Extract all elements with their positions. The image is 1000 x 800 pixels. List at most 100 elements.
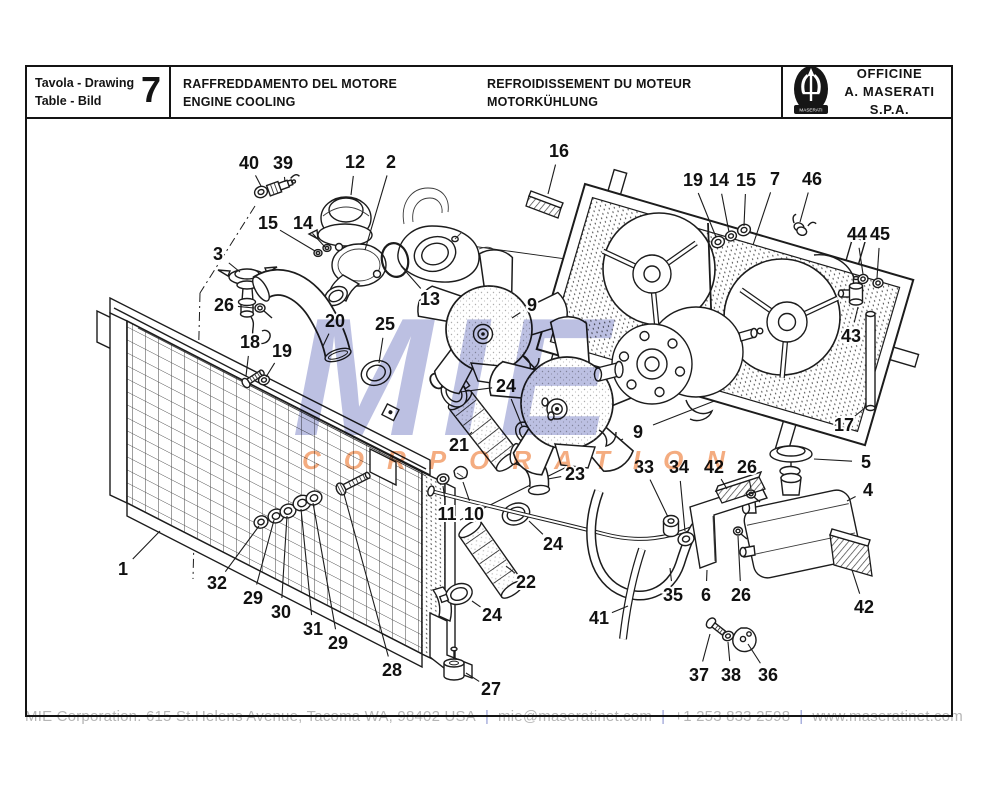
part-number-label: 26 bbox=[731, 585, 751, 605]
part-number-label: 29 bbox=[243, 588, 263, 608]
part-number-label: 44 bbox=[847, 224, 867, 244]
shroud-ring-right bbox=[739, 287, 839, 379]
leader-line bbox=[442, 485, 446, 501]
hose-ring-25 bbox=[360, 359, 392, 387]
leader-line bbox=[743, 193, 746, 227]
part-number-label: 5 bbox=[861, 452, 871, 472]
plate-frame: Tavola - Drawing Table - Bild 7 RAFFREDD… bbox=[25, 65, 953, 717]
leader-line bbox=[649, 479, 669, 518]
part-number-label: 24 bbox=[543, 534, 563, 554]
part-number-label: 14 bbox=[293, 213, 313, 233]
leader-line bbox=[400, 265, 422, 289]
leader-line bbox=[465, 672, 480, 682]
construction-line bbox=[199, 205, 256, 294]
part-number-label: 40 bbox=[239, 153, 259, 173]
part-number-label: 15 bbox=[258, 213, 278, 233]
leader-line bbox=[697, 192, 717, 238]
leader-line bbox=[350, 175, 354, 196]
title-italian: RAFFREDDAMENTO DEL MOTORE bbox=[183, 77, 398, 91]
bracket-36 bbox=[732, 627, 757, 653]
clamp-24c bbox=[438, 582, 473, 606]
thermostat-drawing bbox=[307, 196, 410, 307]
leader-line bbox=[468, 431, 473, 436]
part-number-label: 15 bbox=[736, 170, 756, 190]
part-number-label: 11 bbox=[437, 504, 456, 524]
part-number-label: 37 bbox=[689, 665, 709, 685]
leader-line bbox=[256, 519, 275, 585]
part-number-label: 25 bbox=[375, 314, 395, 334]
part-number-label: 45 bbox=[870, 224, 890, 244]
part-number-label: 10 bbox=[464, 504, 484, 524]
table-word-it-en: Tavola - Drawing bbox=[35, 76, 135, 90]
part-number-label: 17 bbox=[834, 415, 854, 435]
part-number-label: 33 bbox=[634, 457, 654, 477]
clip-10 bbox=[453, 465, 468, 480]
leader-line bbox=[312, 232, 326, 248]
title-french: REFROIDISSEMENT DU MOTEUR bbox=[487, 77, 692, 91]
foam-strip-16 bbox=[525, 190, 564, 219]
leader-line bbox=[846, 496, 856, 502]
bleed-valve-43 bbox=[837, 275, 864, 306]
nut-11 bbox=[436, 473, 450, 485]
part-number-label: 3 bbox=[213, 244, 223, 264]
part-number-label: 4 bbox=[863, 480, 873, 500]
part-number-label: 43 bbox=[841, 326, 861, 346]
gasket-ring-13 bbox=[380, 242, 410, 278]
expansion-tank-drawing bbox=[739, 445, 861, 579]
tank-bracket-drawing bbox=[689, 470, 768, 569]
company-line2: A. MASERATI bbox=[844, 83, 935, 99]
parts-diagram: 4039122161914157464445315141320252618199… bbox=[96, 139, 920, 701]
leader-line bbox=[132, 530, 161, 560]
upper-hose-20 bbox=[252, 268, 352, 363]
maserati-trident-logo: MASERATI bbox=[794, 66, 828, 114]
part-number-label: 36 bbox=[758, 665, 778, 685]
leader-line bbox=[669, 567, 673, 582]
part-number-label: 32 bbox=[207, 573, 227, 593]
part-number-label: 14 bbox=[709, 170, 729, 190]
part-number-label: 42 bbox=[854, 597, 874, 617]
leader-line bbox=[343, 493, 389, 657]
leader-line bbox=[854, 406, 867, 417]
leader-line bbox=[702, 633, 711, 662]
part-number-label: 19 bbox=[683, 170, 703, 190]
clip-46 bbox=[792, 213, 817, 237]
leader-line bbox=[679, 480, 686, 532]
part-number-label: 9 bbox=[633, 422, 643, 442]
fan-impeller-1 bbox=[411, 246, 571, 403]
leader-line bbox=[737, 535, 741, 582]
part-number-label: 27 bbox=[481, 679, 501, 699]
part-number-label: 31 bbox=[303, 619, 323, 639]
part-number-label: 29 bbox=[328, 633, 348, 653]
leader-line bbox=[378, 337, 384, 364]
leader-line bbox=[720, 478, 728, 490]
leader-line bbox=[312, 502, 337, 630]
leader-line bbox=[858, 247, 864, 275]
table-word-en-de: Table - Bild bbox=[35, 94, 102, 109]
table-number: 7 bbox=[140, 69, 161, 110]
head-casting-drawing bbox=[397, 187, 498, 283]
leader-line bbox=[876, 247, 880, 279]
part-number-label: 19 bbox=[272, 341, 292, 361]
leader-line bbox=[721, 193, 730, 233]
part-number-label: 21 bbox=[449, 435, 469, 455]
leader-line bbox=[281, 515, 288, 599]
hose-21 bbox=[447, 389, 521, 472]
clip-26b bbox=[732, 526, 748, 540]
leader-line bbox=[748, 480, 752, 490]
part-number-label: 18 bbox=[240, 332, 260, 352]
part-number-label: 23 bbox=[565, 464, 585, 484]
grommet-33 bbox=[662, 514, 680, 538]
part-number-label: 6 bbox=[701, 585, 711, 605]
part-number-label: 1 bbox=[118, 559, 128, 579]
leader-line bbox=[510, 398, 523, 427]
fitting-45 bbox=[872, 277, 884, 289]
rubber-mount-27 bbox=[443, 658, 465, 681]
leader-line bbox=[364, 175, 388, 251]
shroud-fasteners bbox=[710, 223, 752, 249]
bolt-28 bbox=[335, 471, 371, 496]
leader-line bbox=[279, 229, 316, 252]
fastener-row bbox=[253, 490, 323, 529]
part-number-label: 20 bbox=[325, 311, 345, 331]
leader-line bbox=[611, 605, 629, 614]
